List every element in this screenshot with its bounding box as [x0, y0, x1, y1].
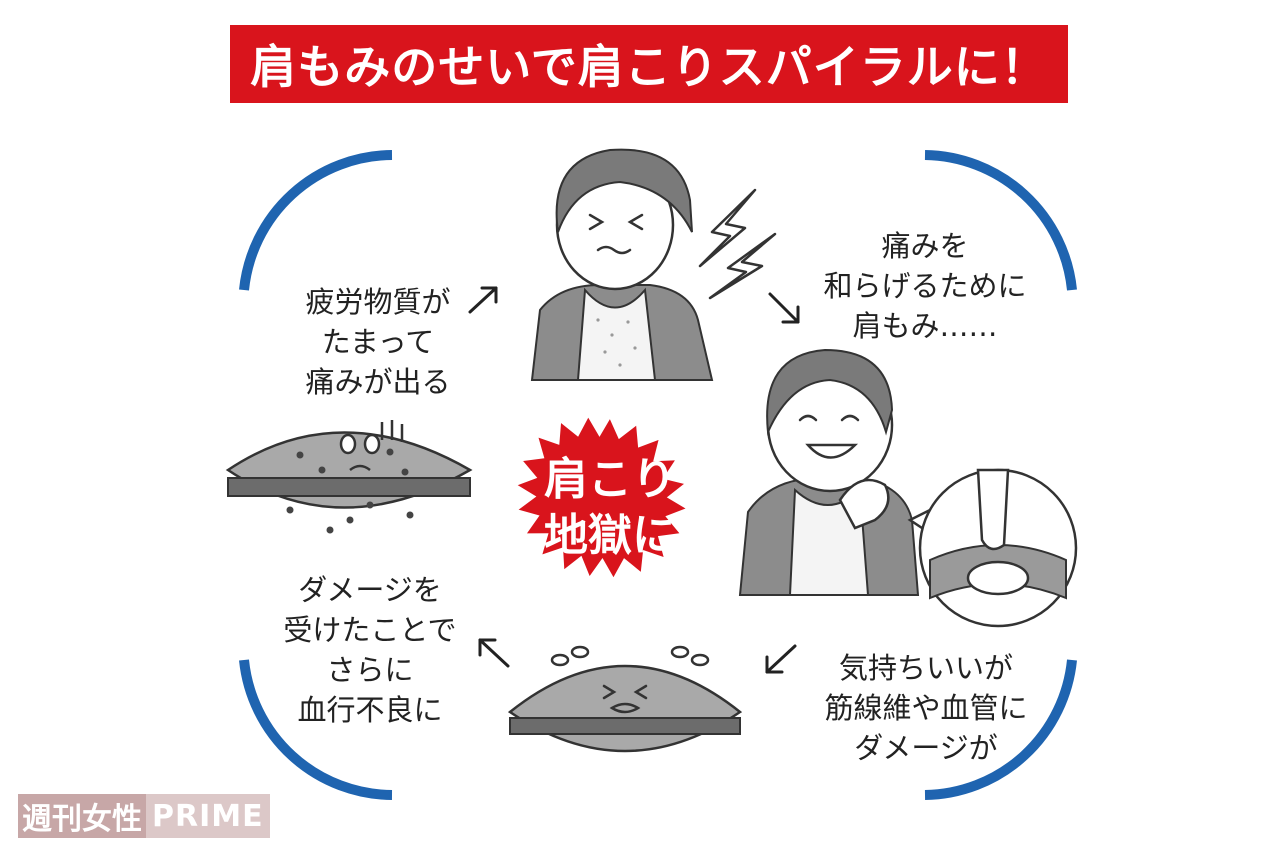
step-worse-line: ダメージを: [298, 573, 442, 607]
watermark-logo: 週刊女性 PRIME: [18, 794, 270, 838]
step-damage-line: 筋線維や血管に: [824, 691, 1028, 725]
hell-starburst: [513, 413, 691, 582]
arrow-down-left-icon: [765, 644, 797, 674]
damaged-muscle-illustration: [507, 645, 743, 753]
watermark-part2: PRIME: [146, 794, 270, 838]
pained-person-illustration: [530, 148, 714, 381]
cycle-arc-top-right: [924, 150, 1077, 291]
step-worse-text: ダメージを 受けたことで さらに 血行不良に: [270, 570, 470, 730]
arrow-down-right-icon: [768, 292, 800, 324]
step-worse-line: 血行不良に: [297, 693, 443, 727]
center-hell-text: 肩こり 地獄に: [510, 452, 710, 564]
center-hell-line: 地獄に: [544, 510, 676, 561]
step-worse-line: さらに: [326, 653, 414, 687]
step-damage-line: ダメージが: [854, 731, 998, 765]
cycle-arc-bottom-left: [239, 659, 393, 800]
cycle-arc-top-left: [239, 150, 393, 291]
lightning-bolt-icon: [698, 188, 777, 300]
center-hell-line: 肩こり: [544, 454, 676, 505]
massage-closeup-bubble: [907, 468, 1078, 628]
title-banner: 肩もみのせいで肩こりスパイラルに！: [230, 25, 1068, 103]
step-fatigue-text: 疲労物質が たまって 痛みが出る: [288, 282, 468, 402]
step-pain-line: 痛みを: [881, 229, 969, 263]
step-damage-line: 気持ちいいが: [838, 651, 1013, 685]
step-pain-line: 肩もみ……: [852, 309, 998, 343]
watermark-part1: 週刊女性: [18, 794, 146, 838]
arrow-up-right-icon: [468, 286, 498, 314]
happy-person-massaging-illustration: [738, 348, 920, 596]
step-pain-text: 痛みを 和らげるために 肩もみ……: [810, 226, 1040, 346]
arrow-up-left-icon: [478, 638, 510, 668]
step-fatigue-line: 疲労物質が: [305, 285, 451, 319]
step-damage-text: 気持ちいいが 筋線維や血管に ダメージが: [806, 648, 1046, 768]
cycle-arc-bottom-right: [924, 659, 1077, 800]
step-fatigue-line: 痛みが出る: [305, 365, 451, 399]
step-fatigue-line: たまって: [321, 325, 435, 359]
step-pain-line: 和らげるために: [823, 269, 1027, 303]
fatigued-muscle-illustration: [225, 420, 473, 534]
step-worse-line: 受けたことで: [283, 613, 457, 647]
page-title: 肩もみのせいで肩こりスパイラルに！: [250, 40, 1048, 94]
